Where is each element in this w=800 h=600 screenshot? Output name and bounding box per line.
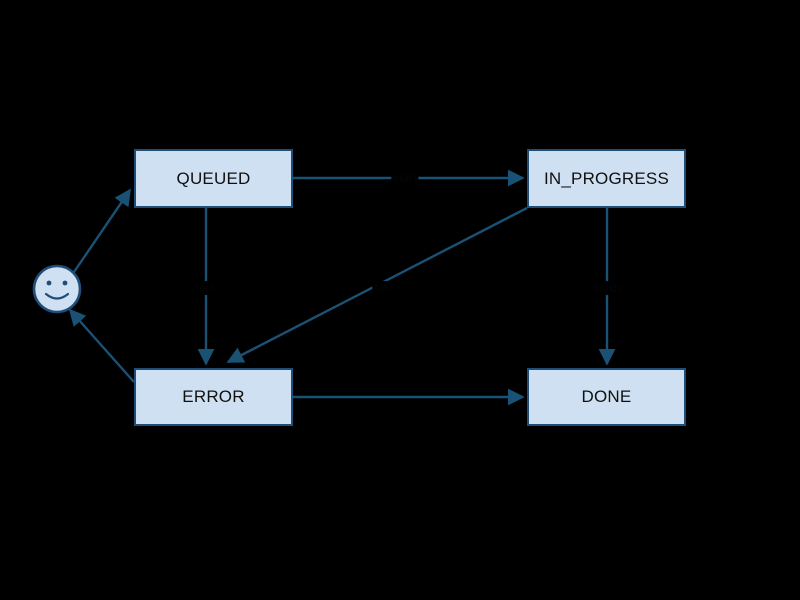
state-node-queued-label: QUEUED [176,168,251,188]
state-node-done-label: DONE [581,387,632,406]
edge-label-queued-to-error: fail [196,281,216,295]
edge-error-to-start [68,308,135,383]
state-node-error-label: ERROR [182,387,245,406]
smiley-right-eye-icon [62,280,68,286]
state-node-done[interactable]: DONE [527,368,686,426]
state-node-in-progress[interactable]: IN_PROGRESS [527,149,686,208]
edge-label-in-progress-to-done: finish [590,281,624,295]
edge-label-in-progress-to-error: fail [372,281,392,295]
start-node[interactable] [32,264,82,314]
state-node-in-progress-label: IN_PROGRESS [543,168,669,188]
smiley-mouth-icon [44,292,70,300]
start-node-circle [32,264,82,314]
edge-label-queued-to-in-progress: start [391,171,419,185]
state-node-queued[interactable]: QUEUED [134,149,293,208]
state-node-error[interactable]: ERROR [134,368,293,426]
edge-start-to-queued [73,188,131,273]
smiley-left-eye-icon [46,280,52,286]
